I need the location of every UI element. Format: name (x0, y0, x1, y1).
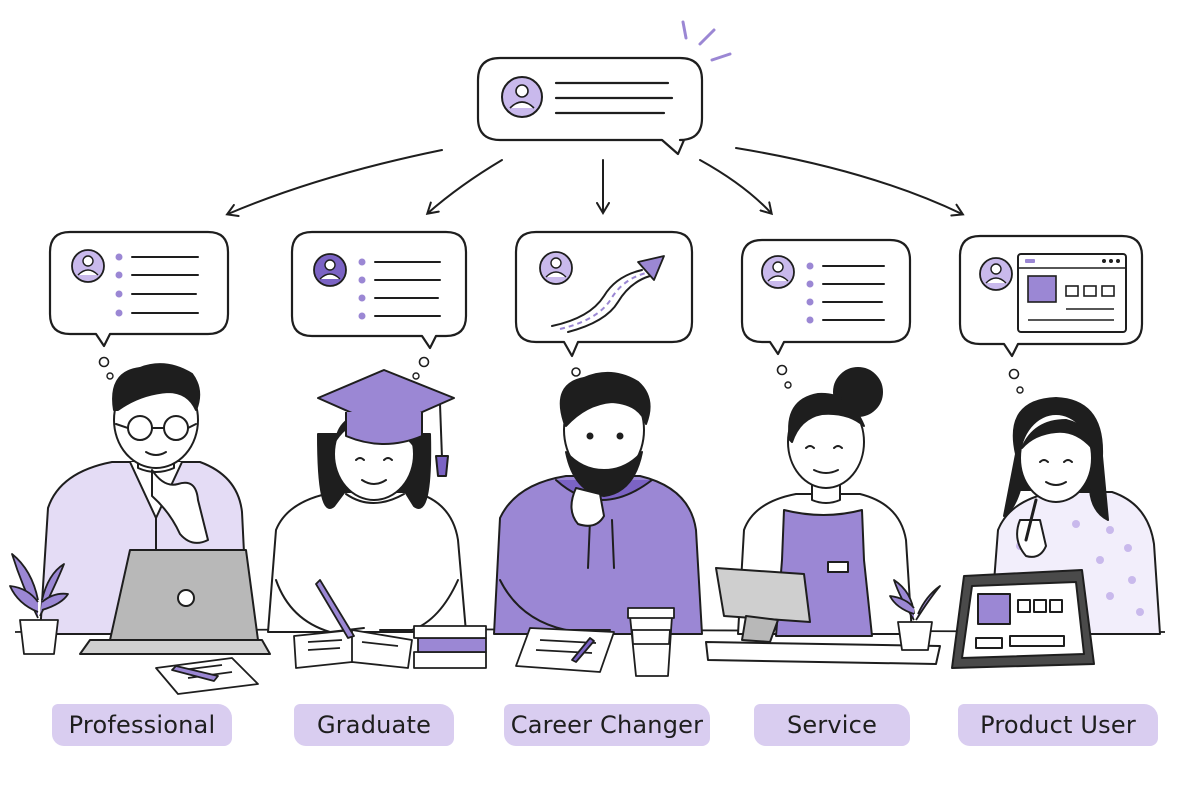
bulleted-list-icon (115, 253, 199, 317)
distribution-arrows (225, 147, 965, 218)
notebook (293, 579, 413, 669)
persona-label-service: Service (754, 704, 910, 746)
coffee-cup (627, 607, 675, 677)
potted-plant-2 (889, 579, 941, 651)
persona-label-professional: Professional (52, 704, 232, 746)
spark-lines (681, 20, 732, 62)
persona-label-product-user: Product User (958, 704, 1158, 746)
avatar-icon (761, 255, 795, 289)
upward-road-arrow-icon (551, 255, 665, 333)
potted-plant (9, 553, 69, 655)
avatar-icon (313, 253, 347, 287)
avatar-icon (979, 257, 1013, 291)
avatar-icon (539, 251, 573, 285)
persona-label-career-changer: Career Changer (504, 704, 710, 746)
arrow-to-professional (225, 149, 443, 218)
arrow-to-product-user (735, 147, 965, 217)
avatar-icon (71, 249, 105, 283)
thought-bubble-professional (48, 230, 230, 380)
laptop (79, 549, 271, 655)
person-career-changer (493, 371, 703, 635)
thought-bubble-product-user (958, 234, 1144, 394)
bulleted-list-icon (806, 262, 885, 324)
clipboard-notepad (515, 627, 615, 673)
graduation-cap (317, 369, 455, 477)
bulleted-list-icon (358, 258, 441, 320)
tablet (951, 569, 1095, 669)
text-lines (554, 81, 674, 115)
arrow-to-graduate (425, 159, 503, 215)
book-stack (413, 625, 487, 669)
app-window-icon (1017, 253, 1127, 333)
pos-terminal (705, 567, 941, 665)
thought-bubble-graduate (290, 230, 468, 380)
persona-label-graduate: Graduate (294, 704, 454, 746)
arrow-to-service (699, 159, 774, 216)
avatar-icon (501, 76, 543, 118)
source-speech-bubble (476, 20, 732, 156)
thought-bubble-career-changer (514, 230, 694, 377)
thought-bubble-service (740, 238, 912, 389)
notepad (155, 657, 259, 695)
